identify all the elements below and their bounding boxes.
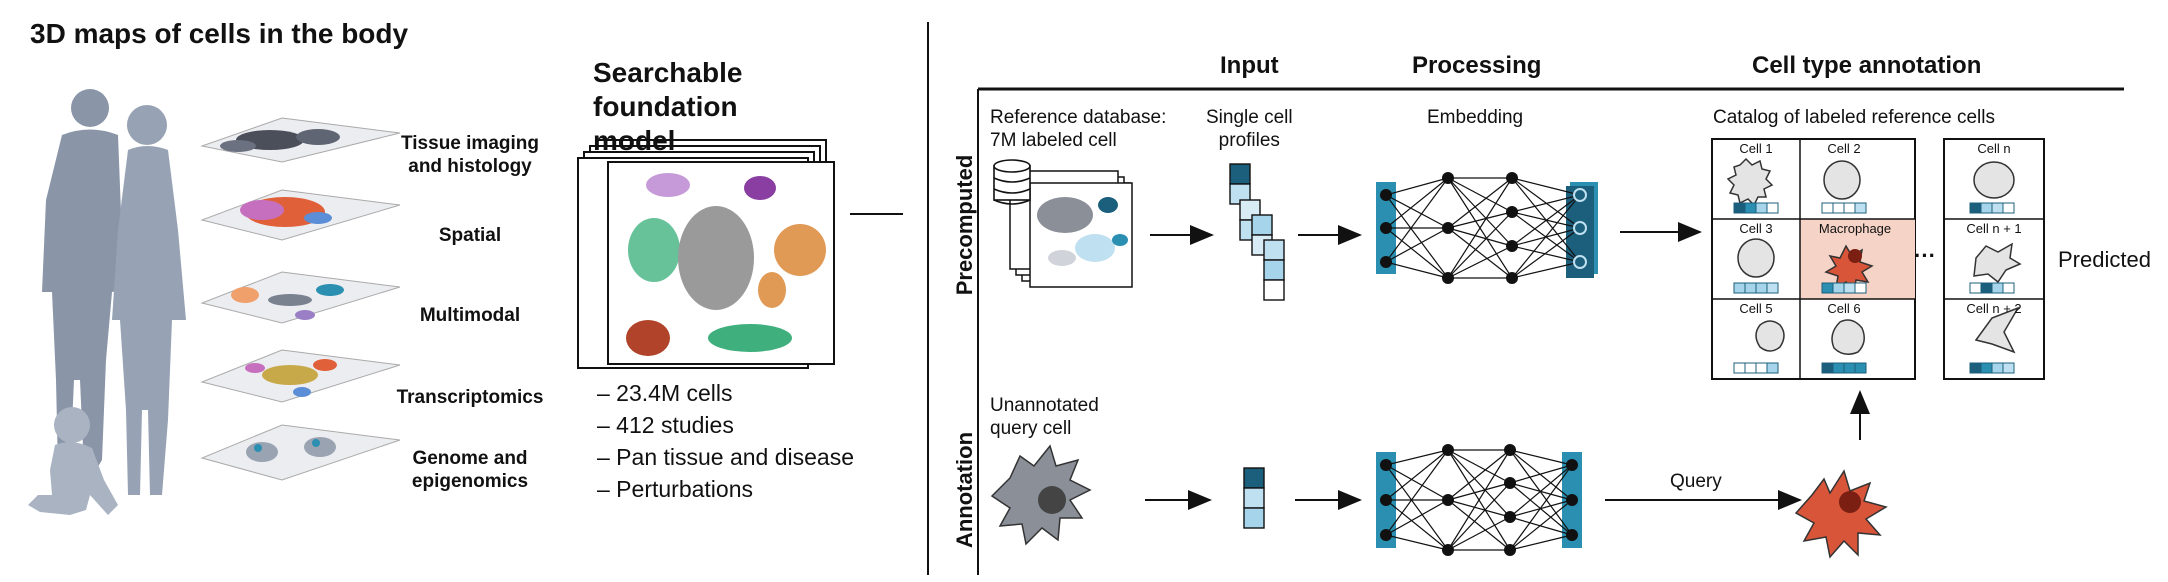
layer-transcriptomics bbox=[200, 349, 401, 403]
model-panel-title: Searchable foundation model bbox=[593, 57, 743, 156]
catalog-cell-1-label: Cell 1 bbox=[1739, 141, 1773, 156]
catalog-barcodes bbox=[1733, 202, 2015, 374]
layer-label-tissue-imaging-text: Tissue imaging and histology bbox=[401, 133, 539, 177]
catalog-macrophage-label: Macrophage bbox=[1818, 221, 1892, 236]
network-edges-top bbox=[1385, 177, 1581, 279]
left-panel-title: 3D maps of cells in the body bbox=[30, 18, 409, 49]
adult-male-silhouette bbox=[42, 89, 124, 470]
layer-tissue-imaging bbox=[200, 117, 401, 163]
catalog-label: Catalog of labeled reference cells bbox=[1713, 107, 1996, 128]
network-nodes-bottom bbox=[1380, 444, 1578, 556]
predicted-macrophage-icon bbox=[1794, 469, 1888, 559]
query-profile-box bbox=[1243, 467, 1265, 529]
catalog-cell-n-label: Cell n bbox=[1977, 141, 2011, 156]
catalog-cell-6-label: Cell 6 bbox=[1827, 301, 1861, 316]
reference-database-graphic bbox=[1009, 170, 1133, 288]
unannotated-query-cell-icon bbox=[990, 444, 1092, 546]
catalog-cell-3-label: Cell 3 bbox=[1739, 221, 1773, 236]
query-label: Query bbox=[1670, 471, 1722, 492]
embedding-label: Embedding bbox=[1427, 107, 1524, 128]
catalog-cell-5-label: Cell 5 bbox=[1739, 301, 1773, 316]
layer-label-genome-text: Genome and epigenomics bbox=[411, 448, 529, 492]
model-stat-studies: – 412 studies bbox=[597, 412, 734, 438]
layer-genome bbox=[200, 424, 401, 481]
model-stat-tissue: – Pan tissue and disease bbox=[597, 444, 855, 470]
database-icon bbox=[993, 159, 1031, 205]
umap-stack bbox=[577, 139, 835, 369]
layer-label-transcriptomics-text: Transcriptomics bbox=[396, 387, 544, 408]
catalog-cell-n1-label: Cell n + 1 bbox=[1966, 221, 2022, 236]
row-label-annotation: Annotation bbox=[952, 431, 977, 549]
model-stat-cells: – 23.4M cells bbox=[597, 380, 733, 406]
network-nodes-top bbox=[1380, 172, 1518, 284]
row-label-precomputed: Precomputed bbox=[952, 154, 977, 296]
data-layers bbox=[200, 117, 401, 481]
network-edges-bottom bbox=[1385, 449, 1573, 551]
layer-label-genome: Genome and epigenomics bbox=[375, 447, 565, 493]
header-processing: Processing bbox=[1412, 52, 1542, 79]
layer-label-spatial-text: Spatial bbox=[438, 225, 502, 246]
single-cell-profiles bbox=[1229, 163, 1285, 301]
layer-label-transcriptomics: Transcriptomics bbox=[375, 386, 565, 409]
layer-label-multimodal: Multimodal bbox=[375, 304, 565, 327]
catalog-cell-shapes bbox=[1726, 157, 2022, 355]
catalog-ellipsis: ··· bbox=[1914, 243, 1936, 268]
reference-database-label: Reference database: 7M labeled cell bbox=[990, 107, 1167, 151]
unannotated-query-label: Unannotated query cell bbox=[990, 395, 1099, 439]
predicted-label: Predicted bbox=[2058, 247, 2151, 272]
layer-label-tissue-imaging: Tissue imaging and histology bbox=[375, 132, 565, 178]
adult-female-silhouette bbox=[112, 105, 186, 495]
human-silhouettes bbox=[28, 89, 186, 515]
layer-label-spatial: Spatial bbox=[375, 224, 565, 247]
layer-multimodal bbox=[200, 271, 401, 324]
baby-silhouette bbox=[28, 407, 118, 515]
query-network bbox=[1376, 444, 1582, 556]
layer-label-multimodal-text: Multimodal bbox=[419, 305, 521, 326]
catalog-cell-2-label: Cell 2 bbox=[1827, 141, 1861, 156]
catalog-grid bbox=[1711, 138, 2045, 380]
embedding-network bbox=[1376, 172, 1598, 284]
single-cell-profiles-label: Single cell profiles bbox=[1206, 107, 1293, 151]
model-stat-perturbations: – Perturbations bbox=[597, 476, 753, 502]
header-input: Input bbox=[1220, 52, 1279, 79]
header-cell-type-annotation: Cell type annotation bbox=[1752, 52, 1982, 79]
umap-clusters bbox=[626, 173, 826, 356]
catalog-cell-n2-label: Cell n + 2 bbox=[1966, 301, 2022, 316]
layer-spatial bbox=[200, 189, 401, 241]
